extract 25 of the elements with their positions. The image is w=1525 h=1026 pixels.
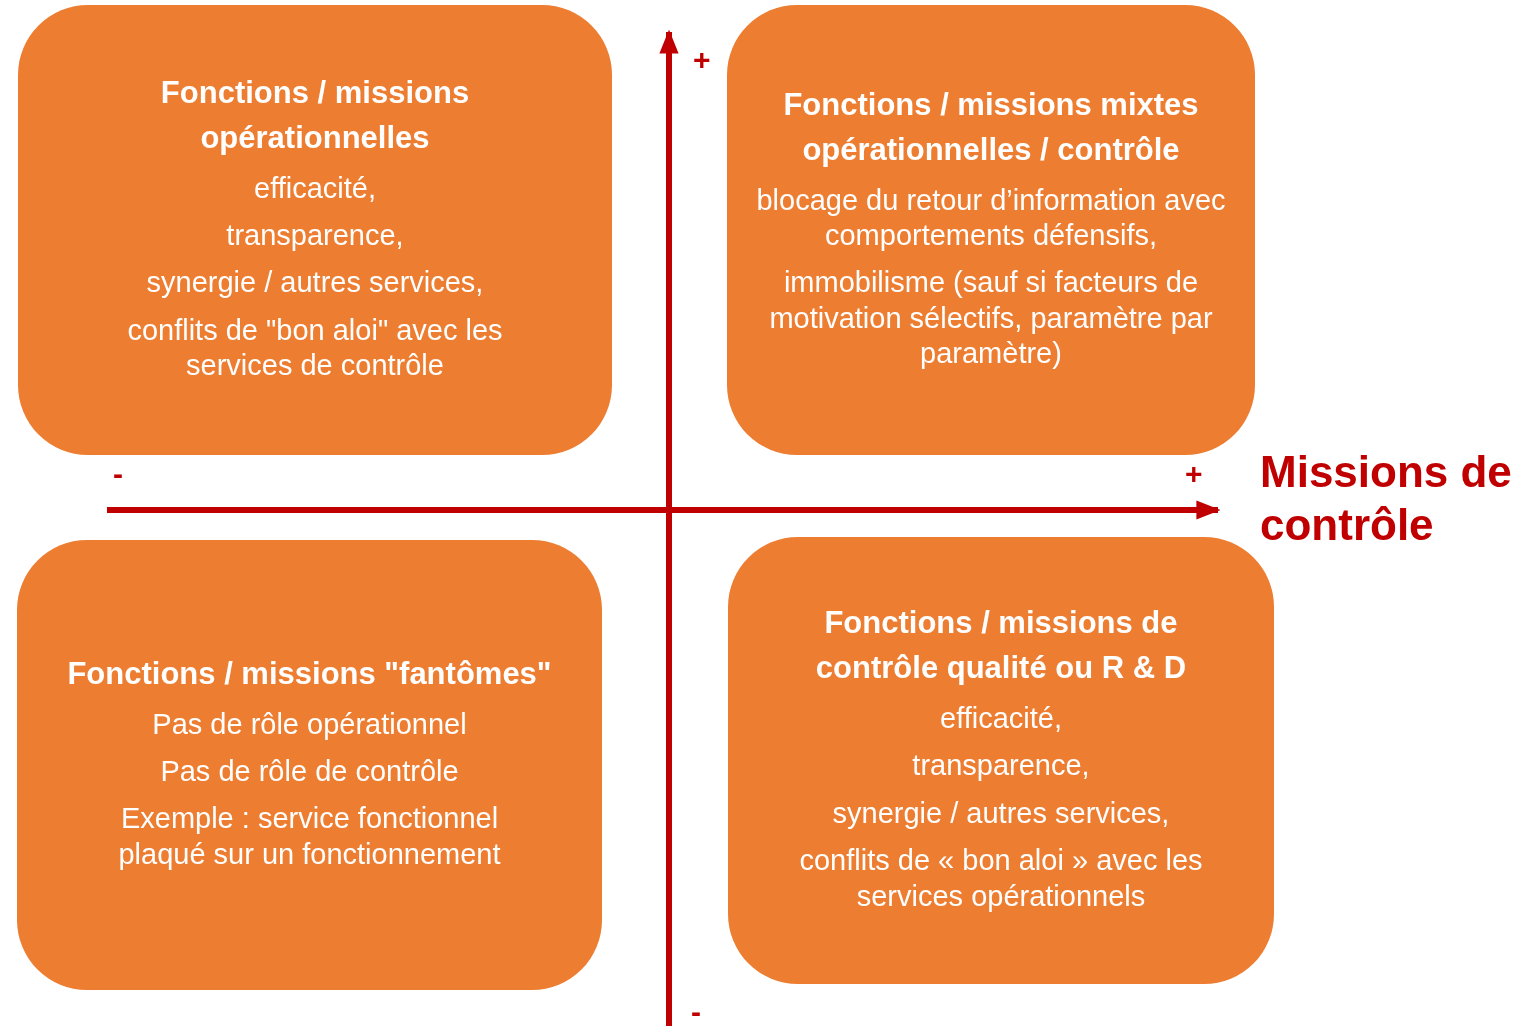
box-heading: Fonctions / missions mixtes opérationnelles / contrôle: [782, 85, 1200, 169]
box-text: efficacité,: [940, 701, 1062, 736]
box-text: synergie / autres services,: [146, 265, 484, 301]
axis-sign: +: [1185, 456, 1203, 492]
axis-sign: -: [691, 994, 701, 1026]
box-text: conflits de "bon aloi" avec les services de contrôle: [126, 312, 504, 383]
box-text: efficacité,: [254, 170, 376, 206]
axis-sign: -: [113, 456, 123, 492]
box-text: conflits de « bon aloi » avec les services opérationnels: [798, 843, 1204, 914]
quadrant-box: [727, 5, 1255, 455]
axis-sign: +: [693, 42, 711, 78]
box-text: synergie / autres services,: [832, 795, 1170, 831]
box-text: Pas de rôle opérationnel: [152, 706, 467, 742]
box-text: Exemple : service fonctionnel plaqué sur un fonctionnement: [117, 801, 502, 872]
axis-label: Missions de contrôle: [1260, 446, 1513, 551]
box-heading: Fonctions / missions opérationnelles: [159, 73, 471, 157]
box-text: transparence,: [912, 748, 1090, 784]
quadrant-box: [18, 5, 612, 455]
box-heading: Fonctions / missions "fantômes": [67, 654, 552, 693]
box-text: blocage du retour d’information avec comportements défensifs,: [755, 182, 1227, 253]
box-text: Pas de rôle de contrôle: [160, 754, 459, 790]
box-heading: Fonctions / missions de contrôle qualité ou R & D: [814, 604, 1188, 688]
quadrant-box: [17, 540, 602, 990]
box-text: immobilisme (sauf si facteurs de motivation sélectifs, paramètre par paramètre): [768, 265, 1214, 371]
box-text: transparence,: [226, 217, 404, 253]
